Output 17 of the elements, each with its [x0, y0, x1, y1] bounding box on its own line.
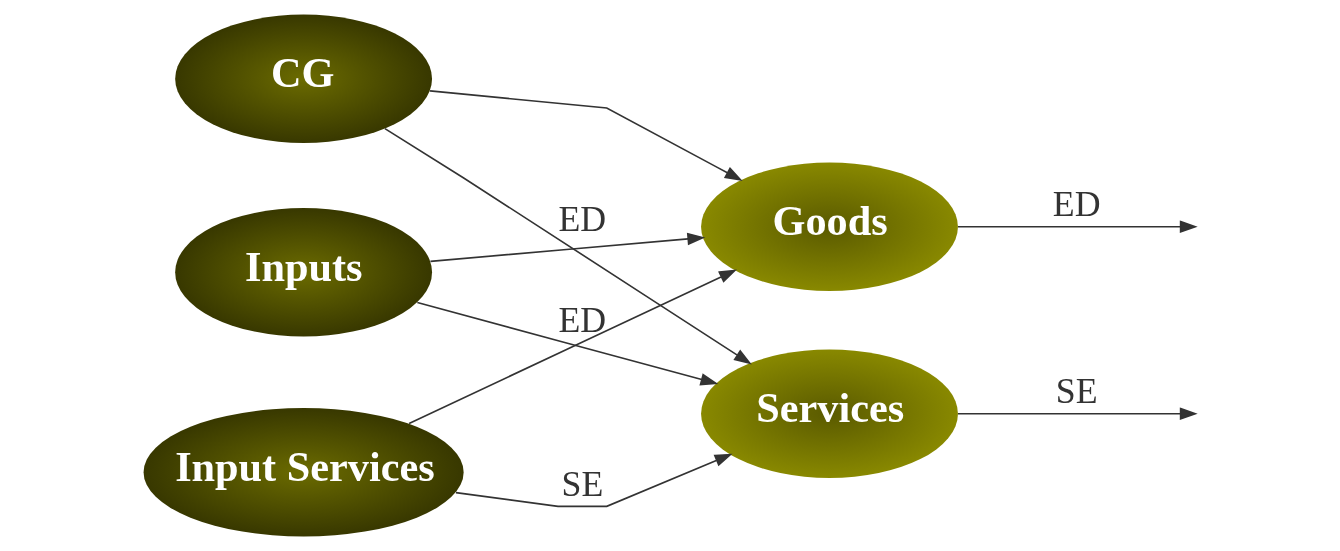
node-ellipse: Input Services: [143, 408, 464, 537]
arrow: [957, 220, 1198, 233]
arrow: [408, 269, 737, 425]
edge-label: SE: [1055, 371, 1098, 412]
arrow: [384, 127, 752, 365]
node-ellipse: Inputs: [175, 208, 433, 337]
edge-label: SE: [561, 463, 604, 504]
edge-label: ED: [1052, 184, 1101, 225]
edge-label: ED: [558, 198, 607, 239]
arrow: [429, 232, 706, 263]
edge-label: ED: [558, 299, 607, 340]
arrow: [957, 407, 1198, 420]
node-ellipse: CG: [175, 14, 433, 143]
arrow: [416, 301, 719, 386]
node-ellipse: Goods: [701, 162, 958, 291]
arrow: [429, 90, 743, 181]
arrow: [455, 453, 733, 508]
